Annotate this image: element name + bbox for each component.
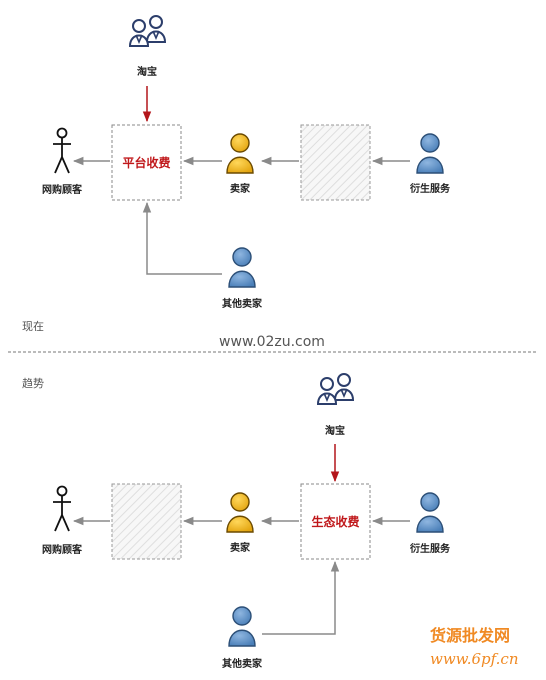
- taobao-label: 淘宝: [137, 65, 157, 78]
- trend-section: 趋势 淘宝 网购顾客 卖家 生态收费 衍生服务 其他卖家: [22, 373, 451, 670]
- customer-stick-figure-icon: [52, 485, 72, 532]
- other-sellers-icon: [228, 247, 256, 288]
- services-icon: [416, 492, 444, 533]
- other-sellers-label: 其他卖家: [222, 297, 263, 310]
- services-icon: [416, 133, 444, 174]
- services-label: 衍生服务: [409, 542, 451, 555]
- platform-fee-box: [111, 124, 182, 201]
- taobao-label: 淘宝: [325, 424, 345, 437]
- customer-stick-figure-icon: [52, 127, 72, 174]
- now-section: 淘宝 网购顾客 平台收费 卖家 衍生服务 其他卖家 现在: [22, 15, 451, 333]
- corner-watermark-url: www.6pf.cn: [430, 650, 519, 668]
- other-sellers-to-ecosystem-arrow: [262, 560, 340, 635]
- seller-icon: [226, 133, 254, 174]
- customer-label: 网购顾客: [42, 183, 83, 196]
- services-label: 衍生服务: [409, 182, 451, 195]
- ecosystem-fee-label: 生态收费: [311, 514, 359, 529]
- site-watermark: www.02zu.com: [219, 334, 325, 350]
- other-sellers-label: 其他卖家: [222, 657, 263, 670]
- customer-label: 网购顾客: [42, 543, 83, 556]
- empty-hatched-box: [111, 483, 182, 560]
- platform-fee-label: 平台收费: [122, 155, 170, 170]
- ecosystem-fee-box: [300, 483, 371, 560]
- other-sellers-to-platform-arrow: [142, 201, 222, 275]
- now-section-label: 现在: [22, 320, 44, 333]
- seller-label: 卖家: [230, 182, 251, 195]
- taobao-group-icon: [317, 373, 354, 405]
- seller-label: 卖家: [230, 541, 251, 554]
- other-sellers-icon: [228, 606, 256, 647]
- trend-section-label: 趋势: [22, 377, 44, 390]
- empty-hatched-box: [300, 124, 371, 201]
- corner-watermark-title: 货源批发网: [430, 626, 510, 645]
- seller-icon: [226, 492, 254, 533]
- taobao-group-icon: [129, 15, 166, 47]
